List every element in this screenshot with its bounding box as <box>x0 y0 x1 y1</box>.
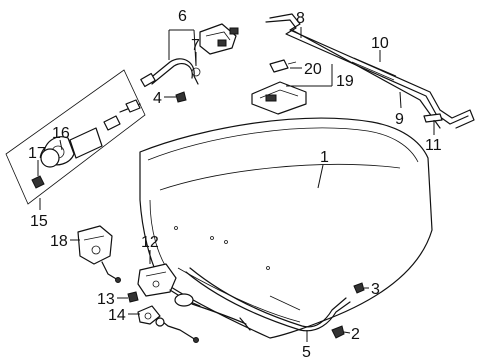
leader-1 <box>317 164 324 189</box>
leader-9 <box>399 91 402 109</box>
callout-14: 14 <box>108 307 126 324</box>
callout-20: 20 <box>304 61 322 78</box>
bolt-part-4 <box>175 91 187 103</box>
leader-2 <box>343 331 351 334</box>
callout-16: 16 <box>52 125 70 142</box>
callout-1: 1 <box>320 149 329 166</box>
license-lamp <box>251 59 307 115</box>
leader-16 <box>59 139 63 151</box>
callout-12: 12 <box>141 234 159 251</box>
callout-5: 5 <box>302 344 311 360</box>
hinge <box>140 23 239 88</box>
lock-cylinder-group <box>5 69 146 205</box>
callout-3: 3 <box>371 281 380 298</box>
screws-and-actuator <box>127 291 199 343</box>
clip-part-2 <box>331 325 345 339</box>
callout-8: 8 <box>296 10 305 27</box>
callout-13: 13 <box>97 291 115 308</box>
callout-2: 2 <box>351 326 360 343</box>
trunk-latch <box>77 225 121 283</box>
callout-4: 4 <box>153 90 162 107</box>
callout-15: 15 <box>30 213 48 230</box>
callout-7: 7 <box>191 37 200 54</box>
callout-10: 10 <box>371 35 389 52</box>
weatherstrip <box>185 267 351 332</box>
callout-19: 19 <box>336 73 354 90</box>
striker-assembly <box>137 263 251 331</box>
callout-18: 18 <box>50 233 68 250</box>
clip-part-3 <box>353 282 365 294</box>
torsion-bars <box>265 13 475 129</box>
callout-17: 17 <box>28 145 46 162</box>
callout-11: 11 <box>425 137 442 154</box>
callout-6: 6 <box>178 8 187 25</box>
trunk-lid <box>139 117 433 339</box>
callout-9: 9 <box>395 111 404 128</box>
